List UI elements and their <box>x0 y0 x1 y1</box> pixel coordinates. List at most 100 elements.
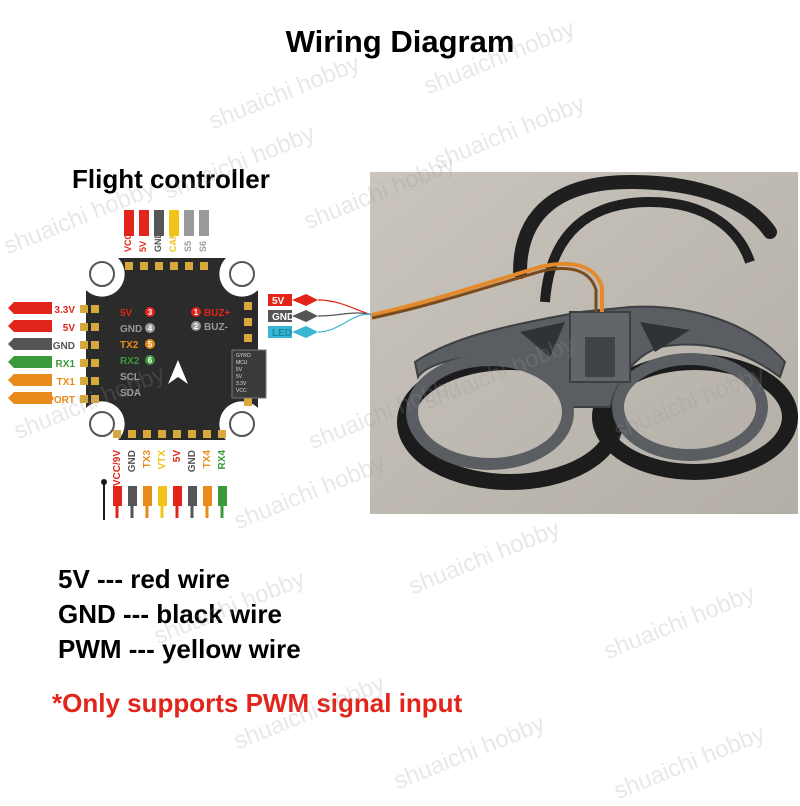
pin-wire-left <box>8 302 52 314</box>
pin-wire-bottom <box>113 486 122 506</box>
connector-pin-label: MCU <box>236 360 248 366</box>
pin-label-left: 3.3V <box>54 305 75 316</box>
solder-pad <box>158 430 166 438</box>
solder-pad <box>173 430 181 438</box>
device-wire-line <box>317 313 373 333</box>
pin-label-top: S6 <box>198 241 208 252</box>
pin-wire-top <box>124 210 134 236</box>
mounting-hole <box>89 261 115 287</box>
fc-connector <box>231 349 267 399</box>
connector-pin-label: 3.3V <box>236 381 247 387</box>
pin-label-bottom: 5V <box>172 450 183 463</box>
solder-pad <box>188 430 196 438</box>
solder-pad <box>125 262 133 270</box>
board-label: SDA <box>120 388 141 399</box>
pin-label-left: 5V <box>63 323 76 334</box>
pin-number-badge <box>145 307 155 317</box>
pin-label-top: GND <box>153 232 163 253</box>
pin-wire-bottom <box>203 486 212 506</box>
pin-number-badge <box>145 355 155 365</box>
device-wire-label: GND <box>272 312 294 323</box>
device-wire-tag <box>268 294 292 306</box>
solder-pad <box>91 377 99 385</box>
board-label: TX2 <box>120 340 139 351</box>
solder-pad <box>170 262 178 270</box>
solder-pad <box>244 318 252 326</box>
board-label: BUZ+ <box>204 308 231 319</box>
flight-controller-label: Flight controller <box>72 164 270 194</box>
pin-label-left: TX1 <box>57 377 76 388</box>
solder-pad <box>185 262 193 270</box>
wiring-notes: 5V --- red wire GND --- black wire PWM -… <box>58 562 301 667</box>
pin-wire-top <box>139 210 149 236</box>
solder-pad <box>200 262 208 270</box>
mounting-hole <box>229 411 255 437</box>
pin-wire-left <box>8 392 52 404</box>
solder-pad <box>80 305 88 313</box>
pin-label-bottom: VTX <box>157 450 168 470</box>
solder-pad <box>91 341 99 349</box>
pin-wire-bottom <box>143 486 152 506</box>
board-label: 5V <box>120 308 133 319</box>
device-wire-tag <box>268 310 292 322</box>
connector-pin-label: VCC <box>236 388 247 394</box>
pin-label-bottom: RX4 <box>217 450 228 470</box>
pin-label-bottom: TX4 <box>202 450 213 469</box>
solder-pad <box>244 398 252 406</box>
pin-label-top: S5 <box>183 241 193 252</box>
pin-label-bottom: GND <box>127 450 138 472</box>
pin-label-bottom: TX3 <box>142 450 153 469</box>
pin-wire-bottom <box>158 486 167 506</box>
pin-wire-top <box>154 210 164 236</box>
pin-wire-bottom <box>188 486 197 506</box>
device-wire-line <box>317 299 373 316</box>
solder-pad <box>143 430 151 438</box>
mounting-hole <box>229 261 255 287</box>
fc-board <box>86 258 258 440</box>
solder-pad <box>218 430 226 438</box>
pin-wire-bottom <box>218 486 227 506</box>
pin-number: 5 <box>148 340 153 349</box>
device-wire-label: 5V <box>272 296 285 307</box>
pin-label-left: GND <box>53 341 75 352</box>
note-pwm: PWM --- yellow wire <box>58 634 301 664</box>
note-gnd: GND --- black wire <box>58 599 282 629</box>
solder-pad <box>140 262 148 270</box>
board-label: SCL <box>120 372 140 383</box>
solder-pad <box>91 359 99 367</box>
pin-label-top: VCC <box>123 232 133 252</box>
pin-wire-left <box>8 338 52 350</box>
pin-number-badge <box>145 339 155 349</box>
pin-number-badge <box>191 321 201 331</box>
pin-label-top: CAM <box>168 232 178 253</box>
connector-pin-label: 5V <box>236 367 243 373</box>
pin-wire-top <box>184 210 194 236</box>
solder-pad <box>113 430 121 438</box>
solder-pad <box>244 302 252 310</box>
pin-label-bottom: VCC/9V <box>112 450 123 486</box>
solder-pad <box>203 430 211 438</box>
device-wire-connector <box>292 326 318 338</box>
page-title: Wiring Diagram <box>285 24 515 59</box>
solder-pad <box>91 395 99 403</box>
solder-pad <box>80 377 88 385</box>
pin-wire-top <box>169 210 179 236</box>
pin-label-bottom: GND <box>187 450 198 472</box>
pin-number-badge <box>145 323 155 333</box>
pin-wire-left <box>8 374 52 386</box>
pin-number: 4 <box>148 324 153 333</box>
solder-pad <box>155 262 163 270</box>
board-label: GND <box>120 324 142 335</box>
pwm-warning: *Only supports PWM signal input <box>52 688 463 718</box>
pin-number: 6 <box>148 356 153 365</box>
pin-number-badge <box>191 307 201 317</box>
pin-number: 1 <box>194 308 199 317</box>
pin-wire-left <box>8 356 52 368</box>
solder-pad <box>80 359 88 367</box>
connector-pin-label: GYRO <box>236 353 251 359</box>
pin-wire-bottom <box>173 486 182 506</box>
solder-pad <box>80 323 88 331</box>
mounting-hole <box>89 411 115 437</box>
pin-wire-bottom <box>128 486 137 506</box>
solder-pad <box>128 430 136 438</box>
